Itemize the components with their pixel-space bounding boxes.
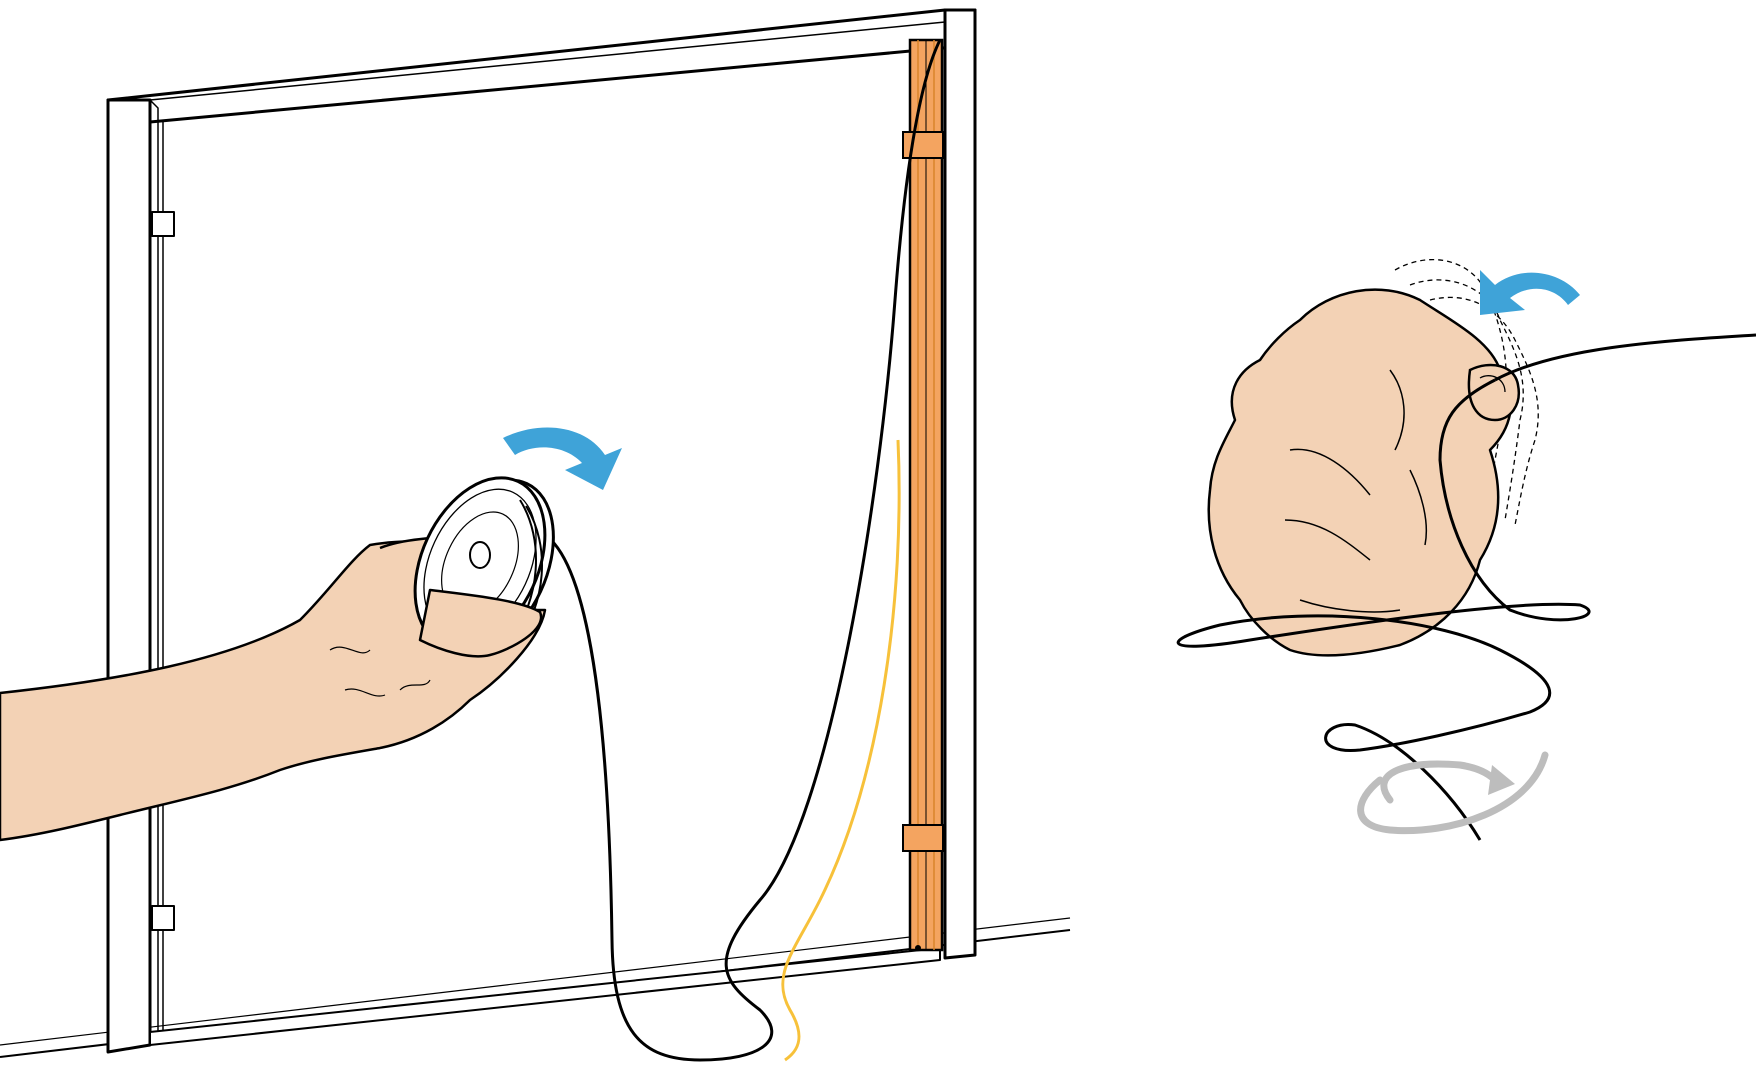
fist-hand (1207, 288, 1521, 657)
spring-bar-track (902, 38, 944, 952)
right-panel (1176, 258, 1756, 841)
circular-arrow-icon (1357, 751, 1549, 835)
track-end-screw (915, 945, 921, 951)
curved-arrow-clockwise-icon (503, 427, 622, 490)
yellow-cord (781, 439, 901, 1062)
curved-arrow-counterclockwise-icon (1480, 270, 1580, 315)
black-cord-loop (1176, 378, 1591, 841)
track-clip-bottom (902, 824, 944, 852)
black-cord-right-incoming (1494, 333, 1756, 382)
track-clip-top (902, 131, 944, 159)
left-panel (0, 8, 1071, 1062)
spool-hand-fingers (418, 588, 543, 658)
black-cord (539, 39, 942, 1062)
